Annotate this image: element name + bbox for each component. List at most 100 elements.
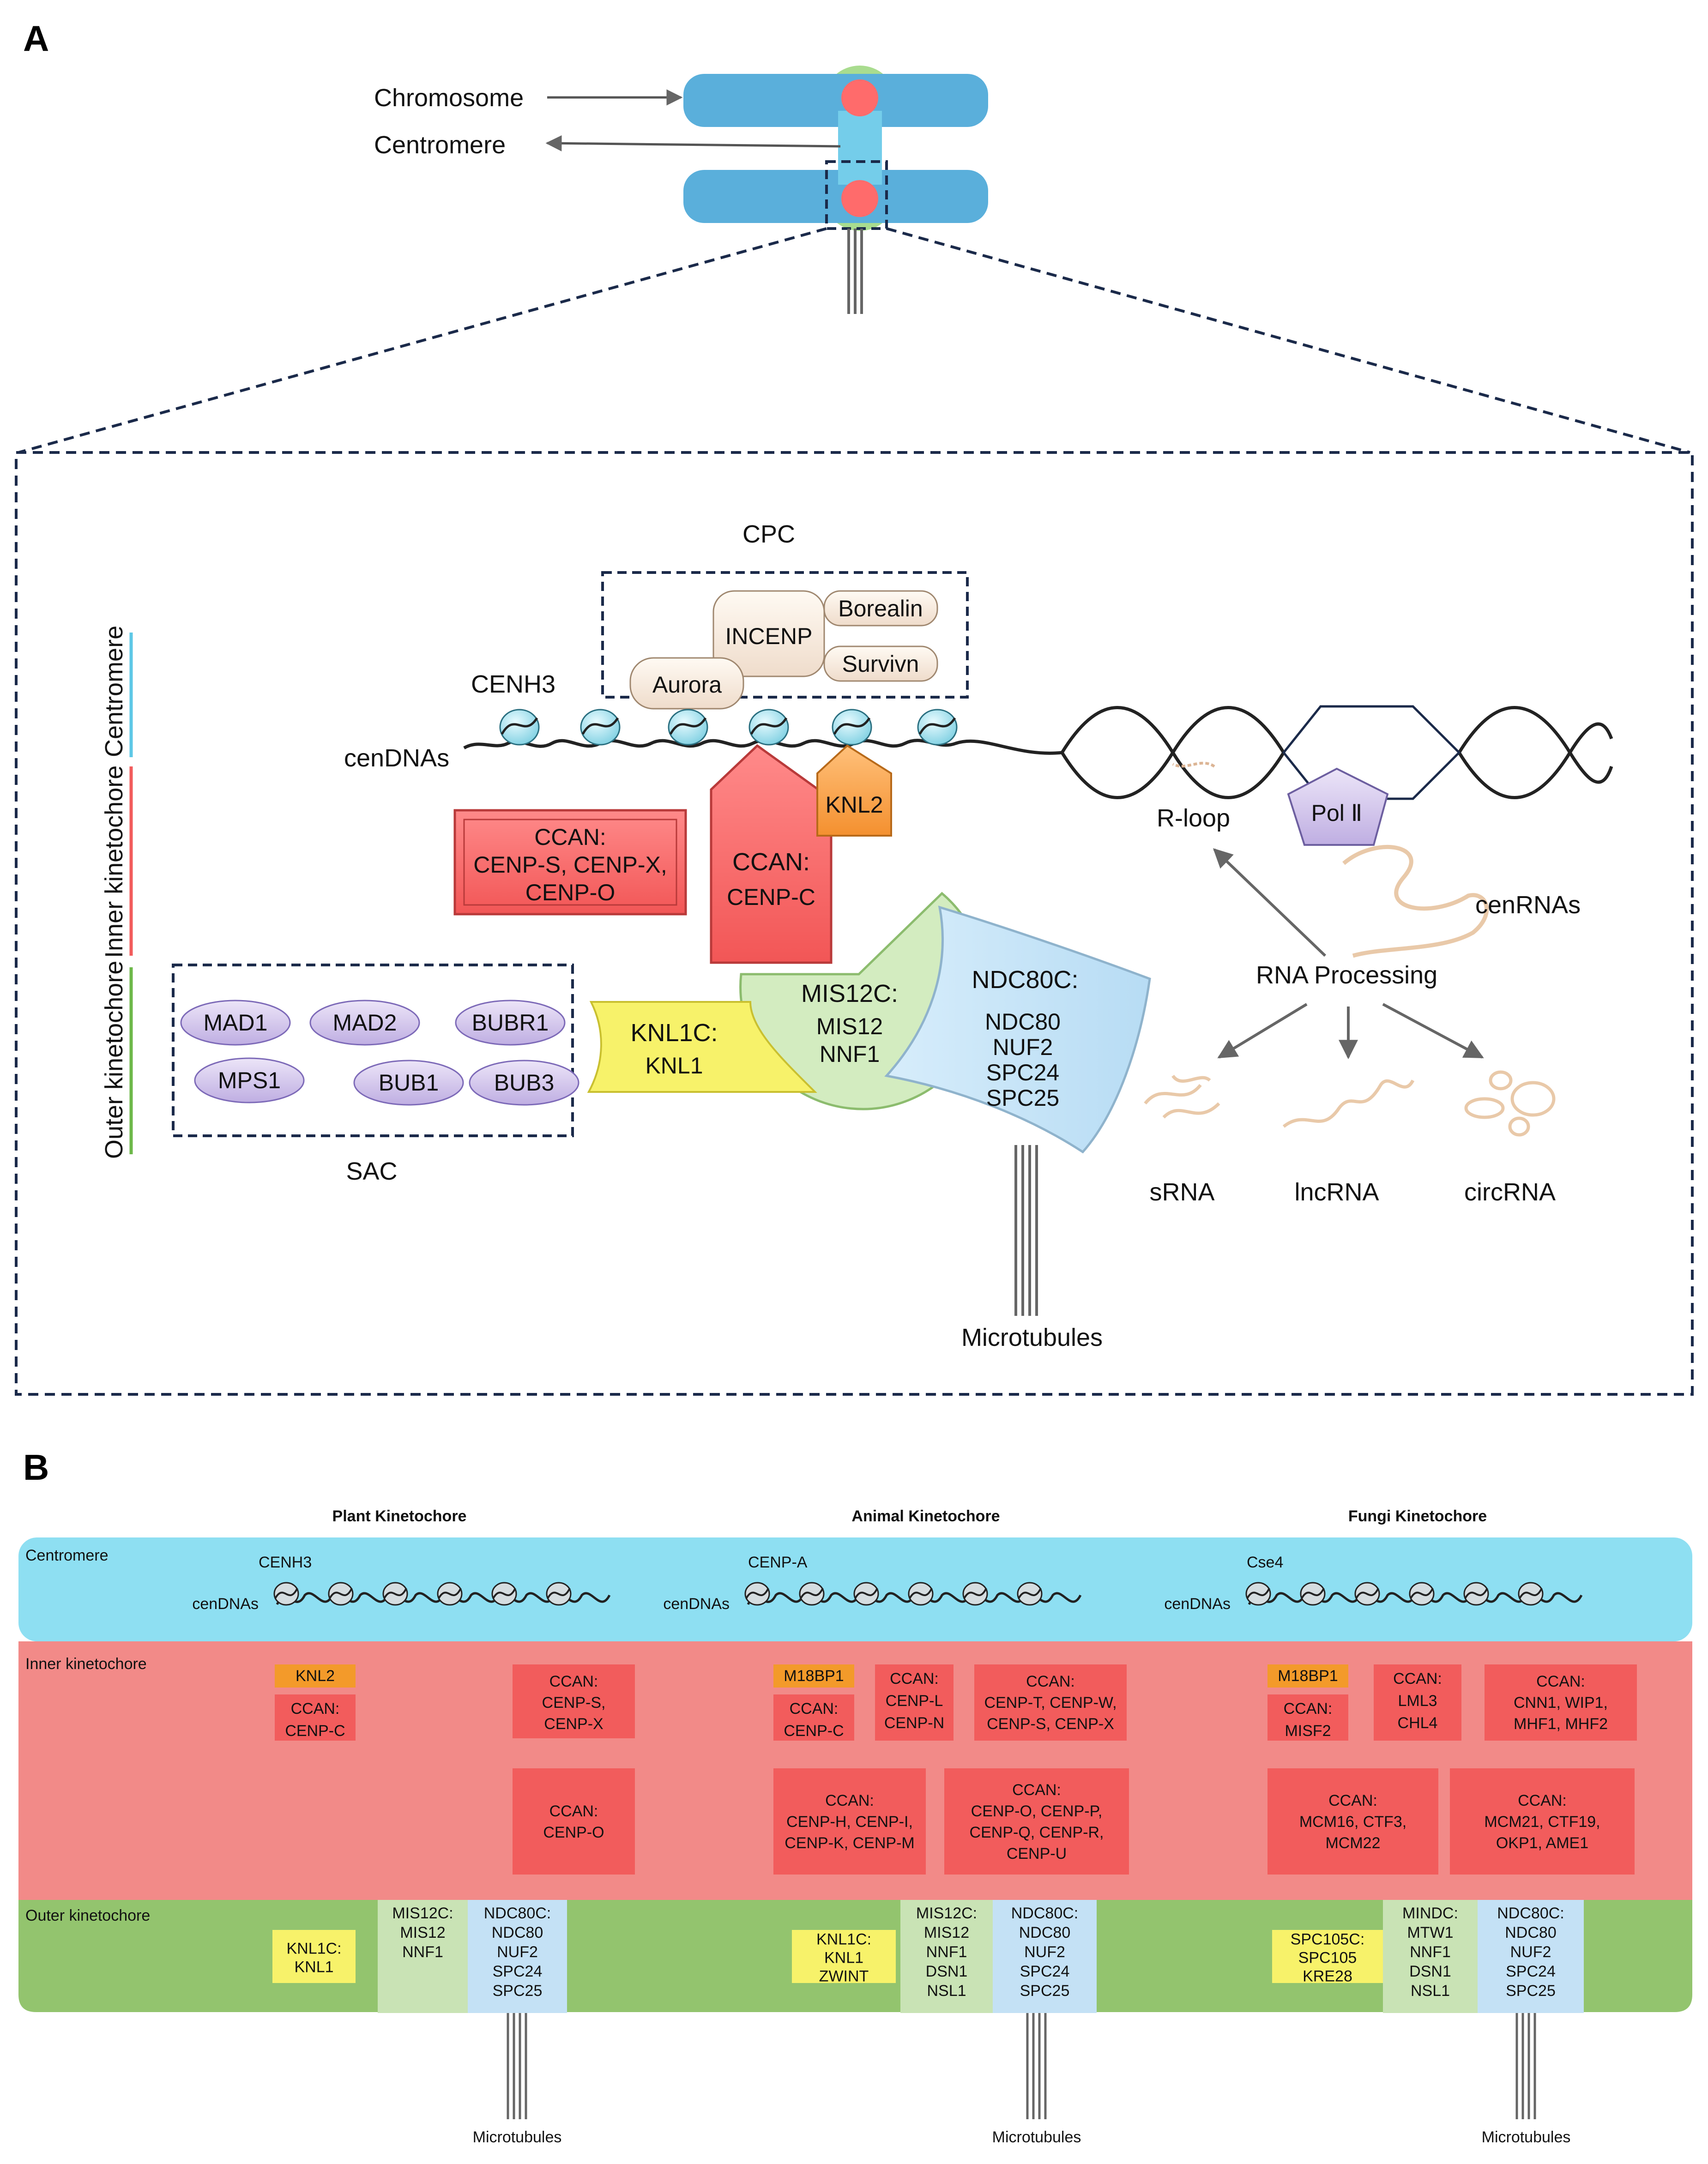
nucleosome — [546, 1582, 572, 1606]
row-label-inner: Inner kinetochore — [25, 1655, 147, 1673]
loader-box — [773, 1664, 854, 1688]
nucleosome — [748, 709, 789, 746]
ndc80c-box — [993, 1900, 1097, 2013]
ndc80c-label: NDC80C: — [1497, 1905, 1564, 1922]
ccan-label: CCAN: — [1012, 1781, 1061, 1799]
ccan-label: CENP-O — [543, 1824, 604, 1841]
ccan-label: OKP1, AME1 — [1496, 1834, 1588, 1852]
nucleosome — [1518, 1582, 1544, 1606]
ccan-label: CCAN: — [1393, 1670, 1442, 1688]
rna-processing-label: RNA Processing — [1256, 961, 1437, 989]
histone-label: CENP-A — [748, 1554, 808, 1571]
sac-protein-label: BUBR1 — [472, 1010, 549, 1036]
ndc80c-label: SPC25 — [1020, 1982, 1070, 2000]
sac-box — [172, 964, 574, 1137]
ccan-label: CCAN: — [825, 1792, 874, 1809]
sac-label: SAC — [346, 1157, 397, 1185]
sac-protein-label: BUB3 — [494, 1070, 555, 1096]
sac-protein-bubr1: BUBR1 — [455, 1000, 566, 1046]
ccan-box-spx — [453, 809, 687, 916]
knl1c-label: SPC105C: — [1291, 1931, 1365, 1948]
knl1c-box — [792, 1930, 896, 1983]
cpc-aurora: Aurora — [652, 672, 722, 698]
knl1c-label: KNL1 — [824, 1949, 863, 1967]
ccan-box — [1267, 1694, 1348, 1741]
knl1c-label: KNL1 — [294, 1959, 333, 1976]
layer-legend: Centromere Inner kinetochore Outer kinet… — [100, 626, 133, 1159]
nucleosome — [853, 1582, 879, 1606]
ccan-label: CCAN: — [549, 1673, 598, 1690]
row-label-outer: Outer kinetochore — [25, 1907, 150, 1924]
ccan-label: CCAN: — [790, 1700, 839, 1718]
nucleosomes — [499, 709, 958, 746]
panel-a-letter: A — [23, 18, 49, 59]
sac-protein-mps1: MPS1 — [194, 1057, 305, 1103]
column-0: Plant KinetochorecenDNAsCENH3KNL2CCAN:CE… — [192, 1507, 635, 2146]
histone-label: Cse4 — [1247, 1554, 1283, 1571]
mis12c-box — [378, 1900, 468, 2013]
mis12c-label: MIS12C: — [392, 1905, 453, 1922]
ccan-label: LML3 — [1398, 1692, 1437, 1710]
svg-text:CENP-C: CENP-C — [727, 884, 815, 910]
nucleosome — [1409, 1582, 1435, 1606]
centromere-label: Centromere — [374, 131, 506, 159]
row-label-centromere: Centromere — [25, 1547, 109, 1564]
legend-inner-kinetochore: Inner kinetochore — [100, 766, 128, 958]
ccan-label: CENP-C — [285, 1722, 345, 1740]
cpc-incenp: INCENP — [725, 623, 813, 649]
ccan-label: CENP-U — [1007, 1845, 1067, 1863]
nucleosome — [499, 709, 540, 746]
svg-text:SPC25: SPC25 — [986, 1085, 1059, 1111]
panel-b-letter: B — [23, 1447, 49, 1488]
cenh3-label: CENH3 — [471, 670, 555, 698]
cpc-box — [601, 571, 969, 699]
nucleosome — [580, 709, 621, 746]
nucleosome — [962, 1582, 988, 1606]
ccan-cenpc-shape — [710, 744, 833, 964]
svg-text:MIS12: MIS12 — [816, 1013, 883, 1039]
knl1c-label: SPC105 — [1298, 1949, 1357, 1967]
sac-protein-bub1: BUB1 — [353, 1060, 464, 1106]
cendnas-label: cenDNAs — [1164, 1595, 1231, 1613]
nucleosome — [908, 1582, 934, 1606]
ccan-label: CENP-Q, CENP-R, — [970, 1824, 1104, 1841]
ccan-box — [513, 1664, 635, 1738]
nucleosome — [744, 1582, 770, 1606]
rloop-label: R-loop — [1157, 804, 1230, 832]
mis12c-label: MIS12 — [924, 1924, 969, 1941]
ccan-label: CCAN: — [291, 1700, 340, 1718]
chromosome-label: Chromosome — [374, 84, 524, 112]
ccan-box — [1485, 1664, 1637, 1741]
ccan-label: CNN1, WIP1, — [1514, 1694, 1608, 1712]
svg-text:CENP-O: CENP-O — [525, 880, 615, 905]
ccan-box — [1374, 1664, 1461, 1741]
ccan-label: CHL4 — [1398, 1714, 1438, 1732]
ndc80c-label: NDC80 — [1019, 1924, 1070, 1941]
mis12c-label: MTW1 — [1407, 1924, 1453, 1941]
lncrna-label: lncRNA — [1294, 1178, 1379, 1206]
nucleosome — [437, 1582, 463, 1606]
microtubules-label: Microtubules — [473, 2128, 562, 2146]
sac-protein-label: BUB1 — [379, 1070, 439, 1096]
histone-label: CENH3 — [259, 1554, 312, 1571]
mis12c-label: NNF1 — [926, 1943, 967, 1961]
ndc80c-label: SPC24 — [493, 1963, 543, 1980]
nucleosome — [491, 1582, 517, 1606]
ccan-box — [513, 1768, 635, 1875]
cpc-borealin: Borealin — [838, 596, 923, 621]
mis12c-label: DSN1 — [1409, 1963, 1451, 1980]
cenrna-strand — [1342, 845, 1489, 958]
nucleosome — [382, 1582, 408, 1606]
ccan-label: CENP-C — [784, 1722, 844, 1740]
nucleosome — [273, 1582, 299, 1606]
svg-text:MIS12C:: MIS12C: — [801, 980, 898, 1007]
knl1c-box — [1272, 1930, 1383, 1983]
mis12c-label: NNF1 — [402, 1943, 443, 1961]
column-title: Fungi Kinetochore — [1348, 1507, 1487, 1525]
svg-text:NDC80C:: NDC80C: — [972, 966, 1078, 994]
ndc80c-label: NDC80 — [492, 1924, 543, 1941]
ccan-box — [275, 1694, 356, 1741]
ccan-label: CCAN: — [890, 1670, 939, 1688]
